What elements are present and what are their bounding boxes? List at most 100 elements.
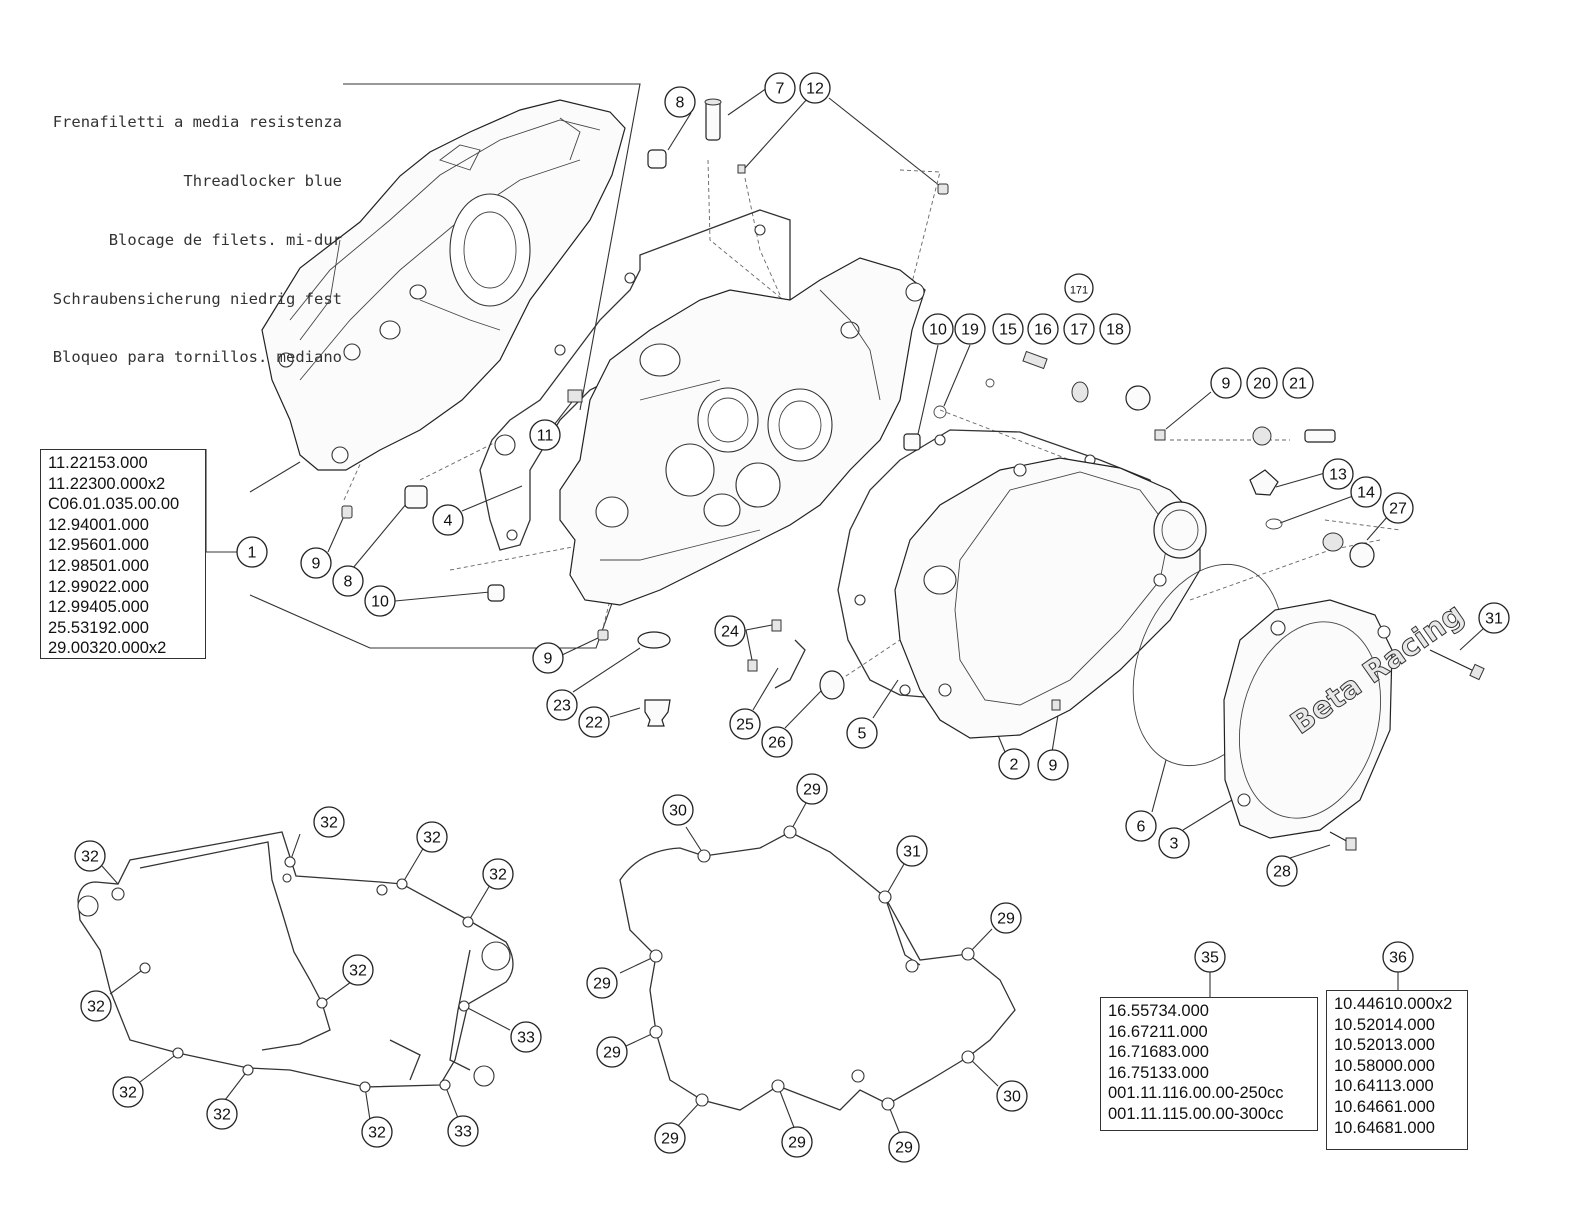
callout-30: 30 bbox=[662, 794, 694, 826]
ignition-cover: Beta Racing bbox=[1223, 596, 1471, 839]
callout-circle bbox=[1194, 941, 1226, 973]
callout-label: 5 bbox=[858, 726, 867, 743]
clutch-cover-gasket-detail bbox=[619, 825, 1016, 1111]
callout-label: 9 bbox=[544, 651, 553, 668]
callout-label: 26 bbox=[768, 735, 786, 752]
part-code: 25.53192.000 bbox=[48, 618, 149, 637]
callout-19: 19 bbox=[954, 313, 986, 345]
callout-circle bbox=[1246, 367, 1278, 399]
callout-label: 29 bbox=[593, 976, 611, 993]
part-code: 12.99022.000 bbox=[48, 577, 149, 596]
part-code: 12.98501.000 bbox=[48, 556, 149, 575]
callout-171: 171 bbox=[1064, 273, 1094, 303]
callout-label: 36 bbox=[1389, 950, 1407, 967]
callout-9: 9 bbox=[1037, 749, 1069, 781]
callout-label: 1 bbox=[248, 545, 257, 562]
callout-label: 23 bbox=[553, 698, 571, 715]
callout-circle bbox=[236, 536, 268, 568]
callout-label: 27 bbox=[1389, 501, 1407, 518]
part-code: 12.94001.000 bbox=[48, 515, 149, 534]
callout-label: 6 bbox=[1137, 819, 1146, 836]
callout-15: 15 bbox=[992, 313, 1024, 345]
callout-label: 32 bbox=[87, 999, 105, 1016]
callout-9: 9 bbox=[300, 547, 332, 579]
callout-label: 7 bbox=[776, 81, 785, 98]
small-parts bbox=[341, 98, 1485, 851]
callout-circle bbox=[1125, 810, 1157, 842]
callout-29: 29 bbox=[796, 773, 828, 805]
callout-2: 2 bbox=[998, 748, 1030, 780]
callout-32: 32 bbox=[80, 990, 112, 1022]
callout-circle bbox=[300, 547, 332, 579]
callout-circle bbox=[1266, 855, 1298, 887]
part-code: 001.11.116.00.00-250cc bbox=[1108, 1084, 1284, 1103]
callout-label: 30 bbox=[669, 803, 687, 820]
callout-32: 32 bbox=[361, 1116, 393, 1148]
callout-circle bbox=[313, 806, 345, 838]
clutch-cover-gasket bbox=[837, 429, 1171, 701]
callout-17: 17 bbox=[1063, 313, 1095, 345]
callout-circle bbox=[654, 1122, 686, 1154]
callout-circle bbox=[998, 748, 1030, 780]
callout-label: 13 bbox=[1329, 467, 1347, 484]
callout-circle bbox=[846, 717, 878, 749]
callout-9: 9 bbox=[1210, 367, 1242, 399]
callout-label: 16 bbox=[1034, 322, 1052, 339]
callout-circle bbox=[996, 1080, 1028, 1112]
note-line-it: Frenafiletti a media resistenza bbox=[52, 113, 342, 132]
callout-label: 28 bbox=[1273, 864, 1291, 881]
callout-28: 28 bbox=[1266, 855, 1298, 887]
callout-circle bbox=[664, 86, 696, 118]
callout-label: 10 bbox=[371, 594, 389, 611]
callout-label: 32 bbox=[368, 1125, 386, 1142]
callout-29: 29 bbox=[781, 1126, 813, 1158]
callout-circle bbox=[206, 1098, 238, 1130]
callout-32: 32 bbox=[206, 1098, 238, 1130]
callout-9: 9 bbox=[532, 642, 564, 674]
callout-8: 8 bbox=[332, 565, 364, 597]
callout-label: 32 bbox=[213, 1107, 231, 1124]
callout-circle bbox=[361, 1116, 393, 1148]
callout-33: 33 bbox=[447, 1115, 479, 1147]
callout-29: 29 bbox=[596, 1036, 628, 1068]
callout-label: 18 bbox=[1106, 322, 1124, 339]
callout-circle bbox=[1382, 492, 1414, 524]
callout-circle bbox=[781, 1126, 813, 1158]
callout-label: 32 bbox=[320, 815, 338, 832]
callout-circle bbox=[662, 794, 694, 826]
callout-circle bbox=[546, 689, 578, 721]
callout-label: 19 bbox=[961, 322, 979, 339]
kit-1-parts-list: 11.22153.000 11.22300.000x2 C06.01.035.0… bbox=[40, 449, 206, 659]
callout-25: 25 bbox=[729, 708, 761, 740]
callout-24: 24 bbox=[714, 615, 746, 647]
callout-label: 29 bbox=[895, 1140, 913, 1157]
callout-31: 31 bbox=[896, 835, 928, 867]
callout-3: 3 bbox=[1158, 827, 1190, 859]
callout-31: 31 bbox=[1478, 602, 1510, 634]
callout-29: 29 bbox=[888, 1131, 920, 1163]
part-code: 16.67211.000 bbox=[1108, 1022, 1208, 1041]
callout-label: 29 bbox=[803, 782, 821, 799]
part-code: 10.64661.000 bbox=[1334, 1097, 1435, 1116]
callout-circle bbox=[432, 504, 464, 536]
callout-label: 15 bbox=[999, 322, 1017, 339]
kit-35-parts-list: 16.55734.000 16.67211.000 16.71683.000 1… bbox=[1100, 997, 1318, 1131]
callout-circle bbox=[529, 419, 561, 451]
callout-1: 1 bbox=[236, 536, 268, 568]
callout-12: 12 bbox=[799, 72, 831, 104]
note-line-fr: Blocage de filets. mi-dur bbox=[108, 230, 342, 249]
callout-label: 10 bbox=[929, 322, 947, 339]
callout-circle bbox=[416, 821, 448, 853]
callout-label: 20 bbox=[1253, 376, 1271, 393]
callout-16: 16 bbox=[1027, 313, 1059, 345]
callout-label: 33 bbox=[454, 1124, 472, 1141]
callout-32: 32 bbox=[342, 954, 374, 986]
part-code: C06.01.035.00.00 bbox=[48, 495, 180, 514]
callout-circle bbox=[1037, 749, 1069, 781]
note-line-es: Bloqueo para tornillos. mediano bbox=[52, 348, 342, 367]
callout-30: 30 bbox=[996, 1080, 1028, 1112]
callout-label: 32 bbox=[349, 963, 367, 980]
leader-lines bbox=[101, 83, 1485, 1135]
callout-circle bbox=[1282, 367, 1314, 399]
